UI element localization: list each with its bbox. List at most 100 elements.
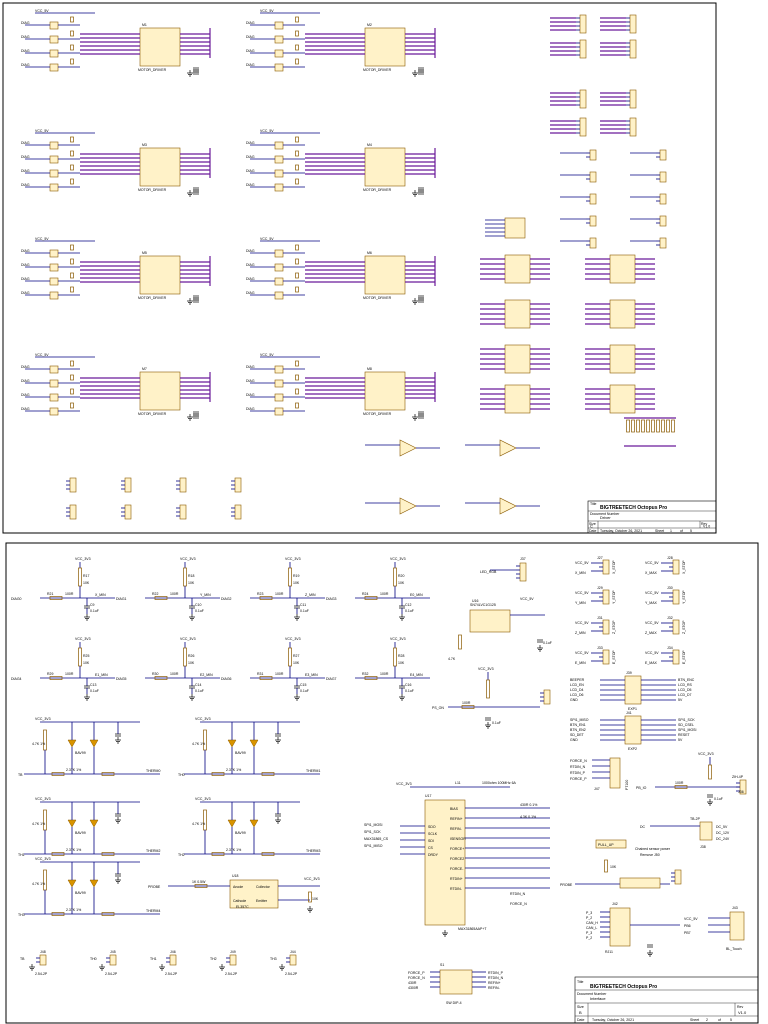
small-ic — [274, 155, 284, 164]
exp1-right-pin: LCD_RS — [678, 683, 692, 687]
exp2-right-pin: RESET — [678, 733, 691, 737]
net-label: DIAG — [246, 183, 255, 187]
resistor — [259, 596, 273, 600]
net-label: DIAG — [21, 365, 30, 369]
connector-body — [589, 171, 597, 183]
small-ic — [274, 263, 284, 272]
resistor — [70, 244, 74, 251]
capacitor — [485, 717, 491, 721]
tb1-rev-label: Rev — [701, 522, 707, 526]
resistor — [288, 567, 292, 587]
probe-r: 100R — [675, 781, 684, 785]
rref2-value: 4.3K 0.1% — [520, 815, 536, 819]
rail-label: VCC_5V — [645, 651, 659, 655]
resistor — [211, 772, 225, 776]
endstop-ref: J30 — [667, 586, 673, 590]
power-label: DC_12V — [716, 831, 730, 835]
ground-symbol — [84, 694, 90, 701]
diode-part: BAV99 — [75, 891, 86, 895]
resistor-value: 10K — [398, 661, 405, 665]
resistor-ref: R27 — [293, 654, 299, 658]
ground-symbol — [442, 930, 448, 937]
resistor-ref: R17 — [83, 574, 89, 578]
rail-label: VCC_3V3 — [478, 667, 494, 671]
exp2-left-pin: SD_DET — [570, 733, 585, 737]
small-ic — [49, 155, 59, 164]
endstop-stop: Z_STOP — [612, 620, 616, 634]
net-label: DIAG — [246, 169, 255, 173]
tb2-size-label: Size — [577, 1005, 584, 1009]
connector-body — [543, 689, 551, 705]
capacitor — [537, 639, 543, 643]
cap-value: 0.1uF — [90, 609, 99, 613]
small-ic — [274, 393, 284, 402]
tb2-rev: V1.0 — [738, 1010, 747, 1015]
endstop-header — [599, 589, 610, 605]
endstop-net: Z_MIN — [305, 593, 316, 597]
exp1-right-pin: 5V — [678, 698, 683, 702]
exp1-left-pin: BEEPER — [570, 678, 585, 682]
therm-net: TB — [18, 773, 23, 777]
cap-ref: C11 — [300, 603, 306, 607]
resistor-value: 10K — [398, 581, 405, 585]
tb2-sheet-label: Sheet — [690, 1018, 699, 1022]
rail-label: VCC_3V3 — [285, 557, 301, 561]
resistor — [295, 244, 299, 251]
tb1-doc: Driver — [600, 515, 611, 520]
ground-symbol — [707, 799, 713, 806]
tb2-company-label: Title — [577, 980, 584, 984]
net-label: DIAG — [246, 379, 255, 383]
resistor — [183, 567, 187, 587]
resistor — [101, 912, 115, 916]
series-value: 2.37K 1% — [66, 768, 81, 772]
endstop-ref: J28 — [667, 556, 673, 560]
small-ic — [49, 393, 59, 402]
exp2-right-pin: SD_CSEL — [678, 723, 694, 727]
resistor — [604, 859, 608, 873]
rail-label: VCC_5V — [575, 561, 589, 565]
therm-out: THERM0 — [146, 769, 160, 773]
resistor — [154, 676, 168, 680]
resistor — [393, 647, 397, 667]
connector-body — [659, 193, 667, 205]
net-label: DIAG — [21, 393, 30, 397]
exp1-left-pin: LCD_EN — [570, 683, 584, 687]
dip-left: 430R — [408, 981, 417, 985]
exp2-right-pin: 5V — [678, 738, 683, 742]
capacitor — [418, 415, 424, 419]
dip-switch-body — [439, 969, 473, 995]
net-label: DIAG — [246, 49, 255, 53]
capacitor — [193, 71, 199, 75]
endstop-net: Y_MIN — [200, 593, 211, 597]
opto-r-out: 10K — [312, 897, 319, 901]
cap-value: 0.1uF — [300, 609, 309, 613]
resistor — [70, 374, 74, 381]
connector-body — [169, 954, 177, 966]
ground-symbol — [187, 190, 193, 197]
therm-out: THERM2 — [146, 849, 160, 853]
connector-body — [179, 504, 187, 520]
exp2-body — [624, 715, 642, 745]
ground-symbol — [294, 614, 300, 621]
rail-label: VCC_3V3 — [698, 752, 714, 756]
resistor — [154, 596, 168, 600]
resistor — [295, 136, 299, 143]
inductor-value: 1000ohm 100MHz 6A — [482, 781, 517, 785]
resistor-ref: R28 — [398, 654, 404, 658]
endstop-sig: E_MAX — [645, 661, 658, 665]
resistor — [70, 360, 74, 367]
ground-symbol — [29, 964, 35, 971]
power-label: DC_24V — [716, 837, 730, 841]
tb1-of: of — [680, 529, 683, 533]
resistor — [295, 164, 299, 171]
small-ic — [274, 277, 284, 286]
rail-label: VCC_3V3 — [35, 857, 51, 861]
pullup-value: 4.7K 1% — [32, 742, 45, 746]
connector-body — [672, 589, 680, 605]
mode-jumper-block — [504, 299, 531, 329]
